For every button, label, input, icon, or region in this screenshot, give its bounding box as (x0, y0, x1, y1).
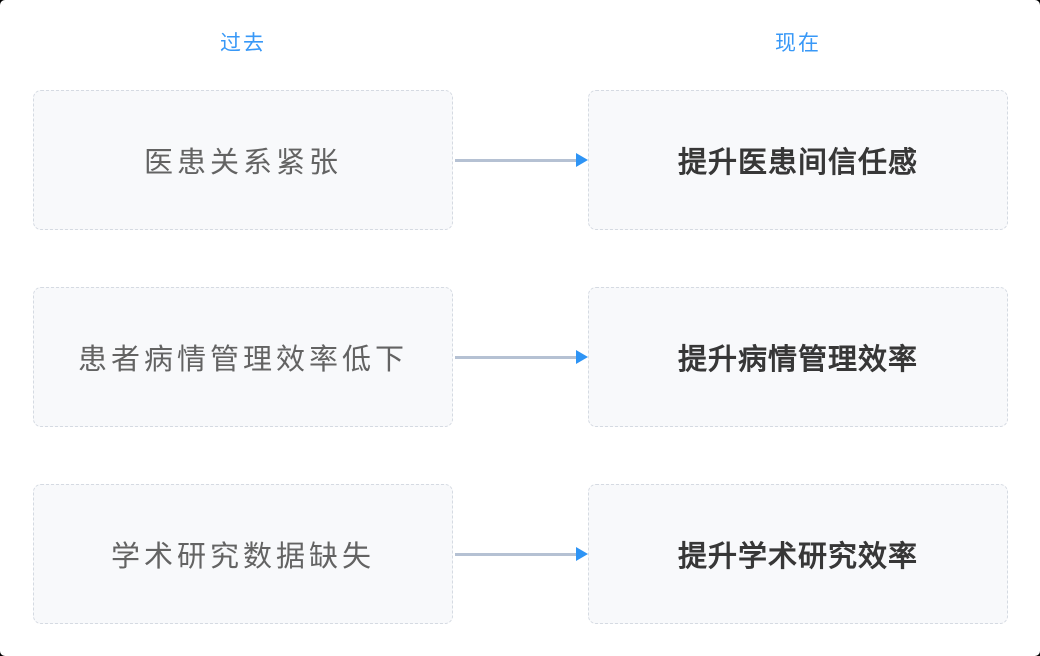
arrow-head (576, 547, 588, 561)
past-box-1-label: 医患关系紧张 (143, 147, 342, 179)
present-box-2: 提升病情管理效率 (588, 287, 1008, 427)
arrow-line (455, 355, 576, 359)
arrow-right-icon (453, 350, 588, 364)
arrow-line (455, 552, 576, 556)
diagram-row-3: 学术研究数据缺失 提升学术研究效率 (33, 484, 1008, 624)
present-box-2-label: 提升病情管理效率 (677, 344, 918, 376)
column-header-past: 过去 (220, 32, 266, 55)
past-box-2-label: 患者病情管理效率低下 (77, 344, 408, 376)
arrow-line (455, 158, 576, 162)
column-header-present: 现在 (775, 32, 821, 55)
arrow-head (576, 350, 588, 364)
present-box-1-label: 提升医患间信任感 (677, 147, 918, 179)
diagram-row-2: 患者病情管理效率低下 提升病情管理效率 (33, 287, 1008, 427)
arrow-right-icon (453, 153, 588, 167)
past-box-1: 医患关系紧张 (33, 90, 453, 230)
past-box-3-label: 学术研究数据缺失 (110, 541, 375, 573)
present-box-1: 提升医患间信任感 (588, 90, 1008, 230)
past-box-2: 患者病情管理效率低下 (33, 287, 453, 427)
present-box-3: 提升学术研究效率 (588, 484, 1008, 624)
arrow-head (576, 153, 588, 167)
column-headers: 过去 现在 (33, 32, 1008, 56)
diagram-rows: 医患关系紧张 提升医患间信任感 患者病情管理效率低下 提升病情管理效率 (33, 90, 1008, 624)
diagram-row-1: 医患关系紧张 提升医患间信任感 (33, 90, 1008, 230)
arrow-right-icon (453, 547, 588, 561)
present-box-3-label: 提升学术研究效率 (677, 541, 918, 573)
past-box-3: 学术研究数据缺失 (33, 484, 453, 624)
